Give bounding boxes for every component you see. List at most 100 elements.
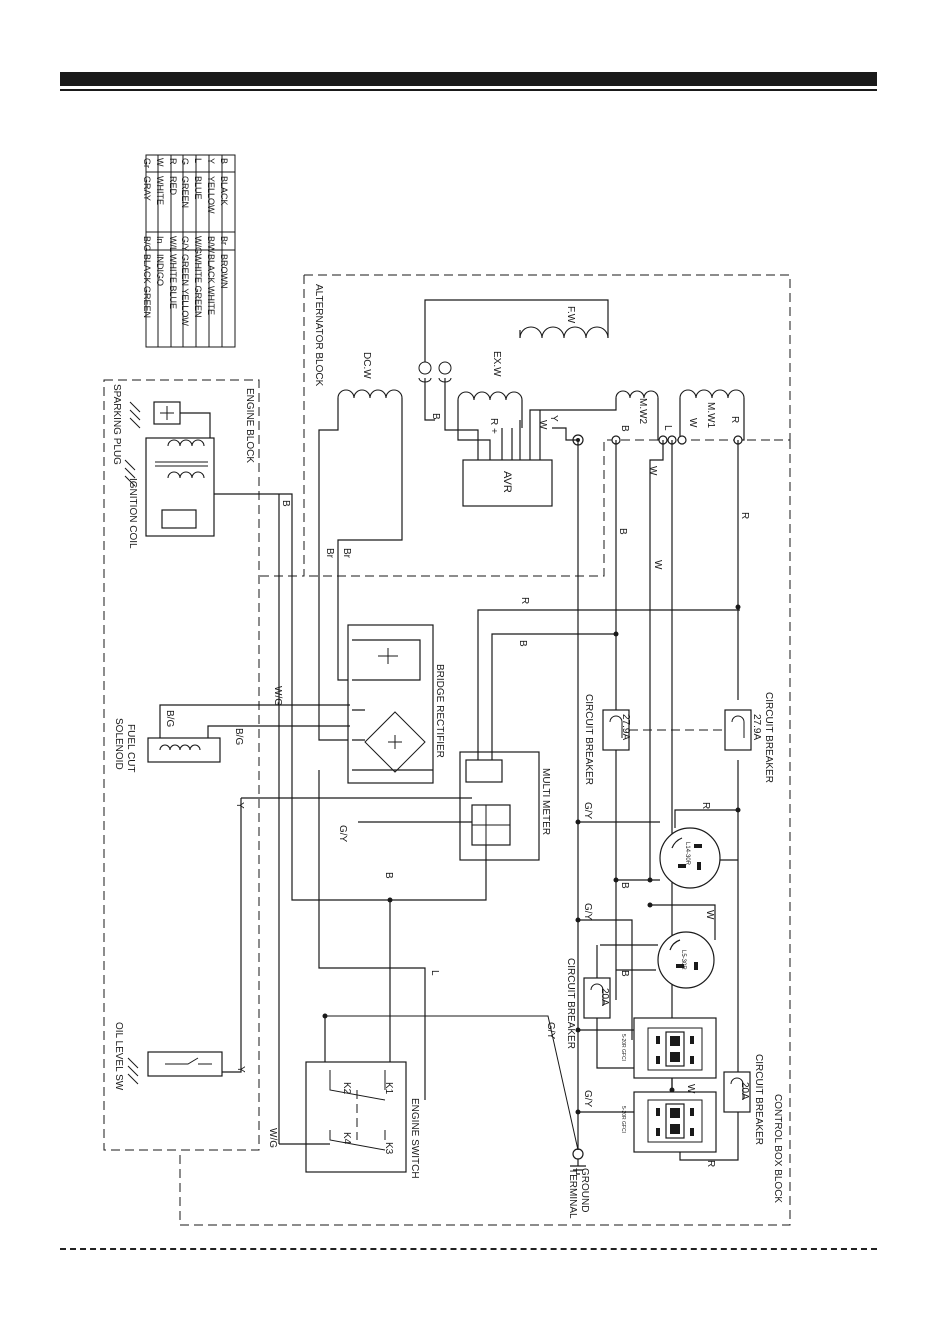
circuit-breaker-20a-right (723, 1071, 751, 1113)
circuit-breaker-27-9a-right (724, 709, 752, 751)
exw-label: EX.W (491, 351, 502, 377)
svg-text:W: W (704, 910, 715, 920)
svg-text:B: B (430, 413, 441, 420)
svg-text:20A: 20A (739, 1082, 750, 1100)
dc-winding: DC.W (318, 352, 403, 741)
svg-text:L: L (662, 425, 673, 431)
svg-text:5-20R GFCI: 5-20R GFCI (620, 1106, 626, 1133)
legend-code-1: Y (206, 158, 216, 164)
svg-text:R +: R + (488, 418, 499, 434)
svg-text:B: B (619, 882, 630, 889)
legend-name-2: BLUE (193, 176, 203, 200)
block-boundaries (103, 274, 791, 1226)
svg-text:G/Y: G/Y (582, 1090, 593, 1108)
svg-text:B: B (383, 872, 394, 879)
circuit-breaker-20a-left (583, 977, 611, 1019)
engine-switch-label: ENGINE SWITCH (409, 1098, 420, 1179)
svg-text:W: W (537, 420, 548, 430)
svg-text:R: R (705, 1160, 716, 1167)
svg-text:W: W (685, 1084, 696, 1094)
legend-code2-3: G/Y (180, 236, 190, 252)
legend-name2-0: BROWN (219, 254, 229, 289)
svg-text:5-20R GFCI: 5-20R GFCI (620, 1034, 626, 1061)
legend-code-4: R (168, 158, 178, 165)
svg-text:W: W (652, 560, 663, 570)
gfci-outlet-lower (633, 1091, 717, 1153)
svg-text:G/Y: G/Y (582, 802, 593, 820)
svg-text:SOLENOID: SOLENOID (113, 718, 124, 770)
svg-text:B: B (617, 528, 628, 535)
legend-code2-5: In (155, 236, 165, 244)
header-bar (60, 72, 877, 86)
svg-text:Y: Y (548, 415, 559, 422)
legend-name-6: GRAY (142, 176, 152, 201)
main-winding-2: M.W2 (615, 390, 659, 425)
legend-name2-2: WHITE GREEN (193, 254, 203, 318)
legend-code2-2: W/G (193, 236, 203, 254)
fw-label: F.W (565, 306, 576, 324)
legend-code2-0: Br (219, 236, 229, 245)
legend-name2-5: INDIGO (155, 254, 165, 286)
outlet-l5-30r (657, 931, 715, 989)
slip-rings (418, 361, 479, 460)
bridge-rectifier (347, 624, 434, 784)
svg-text:B: B (619, 425, 630, 432)
svg-text:W: W (647, 466, 658, 476)
svg-text:G/Y: G/Y (582, 903, 593, 921)
alternator-block-label: ALTERNATOR BLOCK (313, 284, 324, 387)
svg-text:K2: K2 (341, 1082, 352, 1095)
svg-text:Y: Y (235, 1066, 246, 1073)
svg-text:CIRCUIT BREAKER: CIRCUIT BREAKER (753, 1054, 764, 1145)
avr-label: AVR (501, 471, 513, 493)
oil-level-switch (127, 1051, 223, 1085)
legend-name-3: GREEN (180, 176, 190, 208)
circuit-breaker-27-9a-left (602, 709, 630, 751)
svg-text:CIRCUIT BREAKER: CIRCUIT BREAKER (565, 958, 576, 1049)
mw2-label: M.W2 (637, 398, 648, 425)
legend-code-3: G (180, 158, 190, 165)
legend-name-4: RED (168, 176, 178, 196)
svg-text:L5-30R: L5-30R (680, 950, 686, 970)
svg-text:20A: 20A (599, 988, 610, 1006)
footer-dashed-rule (60, 1248, 877, 1250)
svg-text:K4: K4 (341, 1132, 352, 1145)
dcw-label: DC.W (361, 352, 372, 379)
svg-text:GROUND: GROUND (579, 1168, 590, 1212)
svg-text:K3: K3 (383, 1142, 394, 1155)
legend-code-0: B (219, 158, 229, 164)
legend-name2-3: GREEN YELLOW (180, 254, 190, 326)
svg-text:FUEL CUT: FUEL CUT (125, 724, 136, 773)
legend-name2-6: BLACK GREEN (142, 254, 152, 318)
svg-text:27.9A: 27.9A (751, 714, 762, 740)
bridge-rectifier-label: BRIDGE RECTIFIER (434, 664, 445, 758)
outlet-l14-30r (659, 827, 721, 889)
svg-text:Br: Br (341, 548, 352, 559)
svg-text:L14-30R: L14-30R (684, 842, 690, 866)
mw1-label: M.W1 (705, 402, 716, 429)
svg-text:B/G: B/G (233, 728, 244, 745)
legend-code2-4: W/L (168, 236, 178, 252)
main-winding-1: M.W1 (679, 389, 745, 429)
multi-meter-label: MULTI METER (540, 768, 551, 835)
field-winding: F.W (424, 299, 609, 362)
svg-text:TERMINAL: TERMINAL (567, 1168, 578, 1219)
svg-text:Br: Br (324, 548, 335, 559)
oil-level-switch-label: OIL LEVEL SW (113, 1022, 124, 1091)
svg-text:W: W (687, 418, 698, 428)
engine-switch (305, 1061, 407, 1173)
legend-code-2: L (193, 158, 203, 163)
svg-text:L: L (429, 970, 440, 976)
svg-text:R: R (700, 802, 711, 809)
svg-text:27.9A: 27.9A (620, 714, 631, 740)
control-box-block-label: CONTROL BOX BLOCK (772, 1094, 783, 1203)
excitation-winding: EX.W (457, 351, 523, 460)
legend-code2-1: B/W (206, 236, 216, 254)
gfci-outlet-upper (633, 1017, 717, 1079)
multi-meter (459, 751, 540, 861)
svg-text:R: R (739, 512, 750, 519)
sparking-plug (129, 401, 211, 438)
svg-text:R: R (519, 597, 530, 604)
legend-code2-6: B/G (142, 236, 152, 252)
